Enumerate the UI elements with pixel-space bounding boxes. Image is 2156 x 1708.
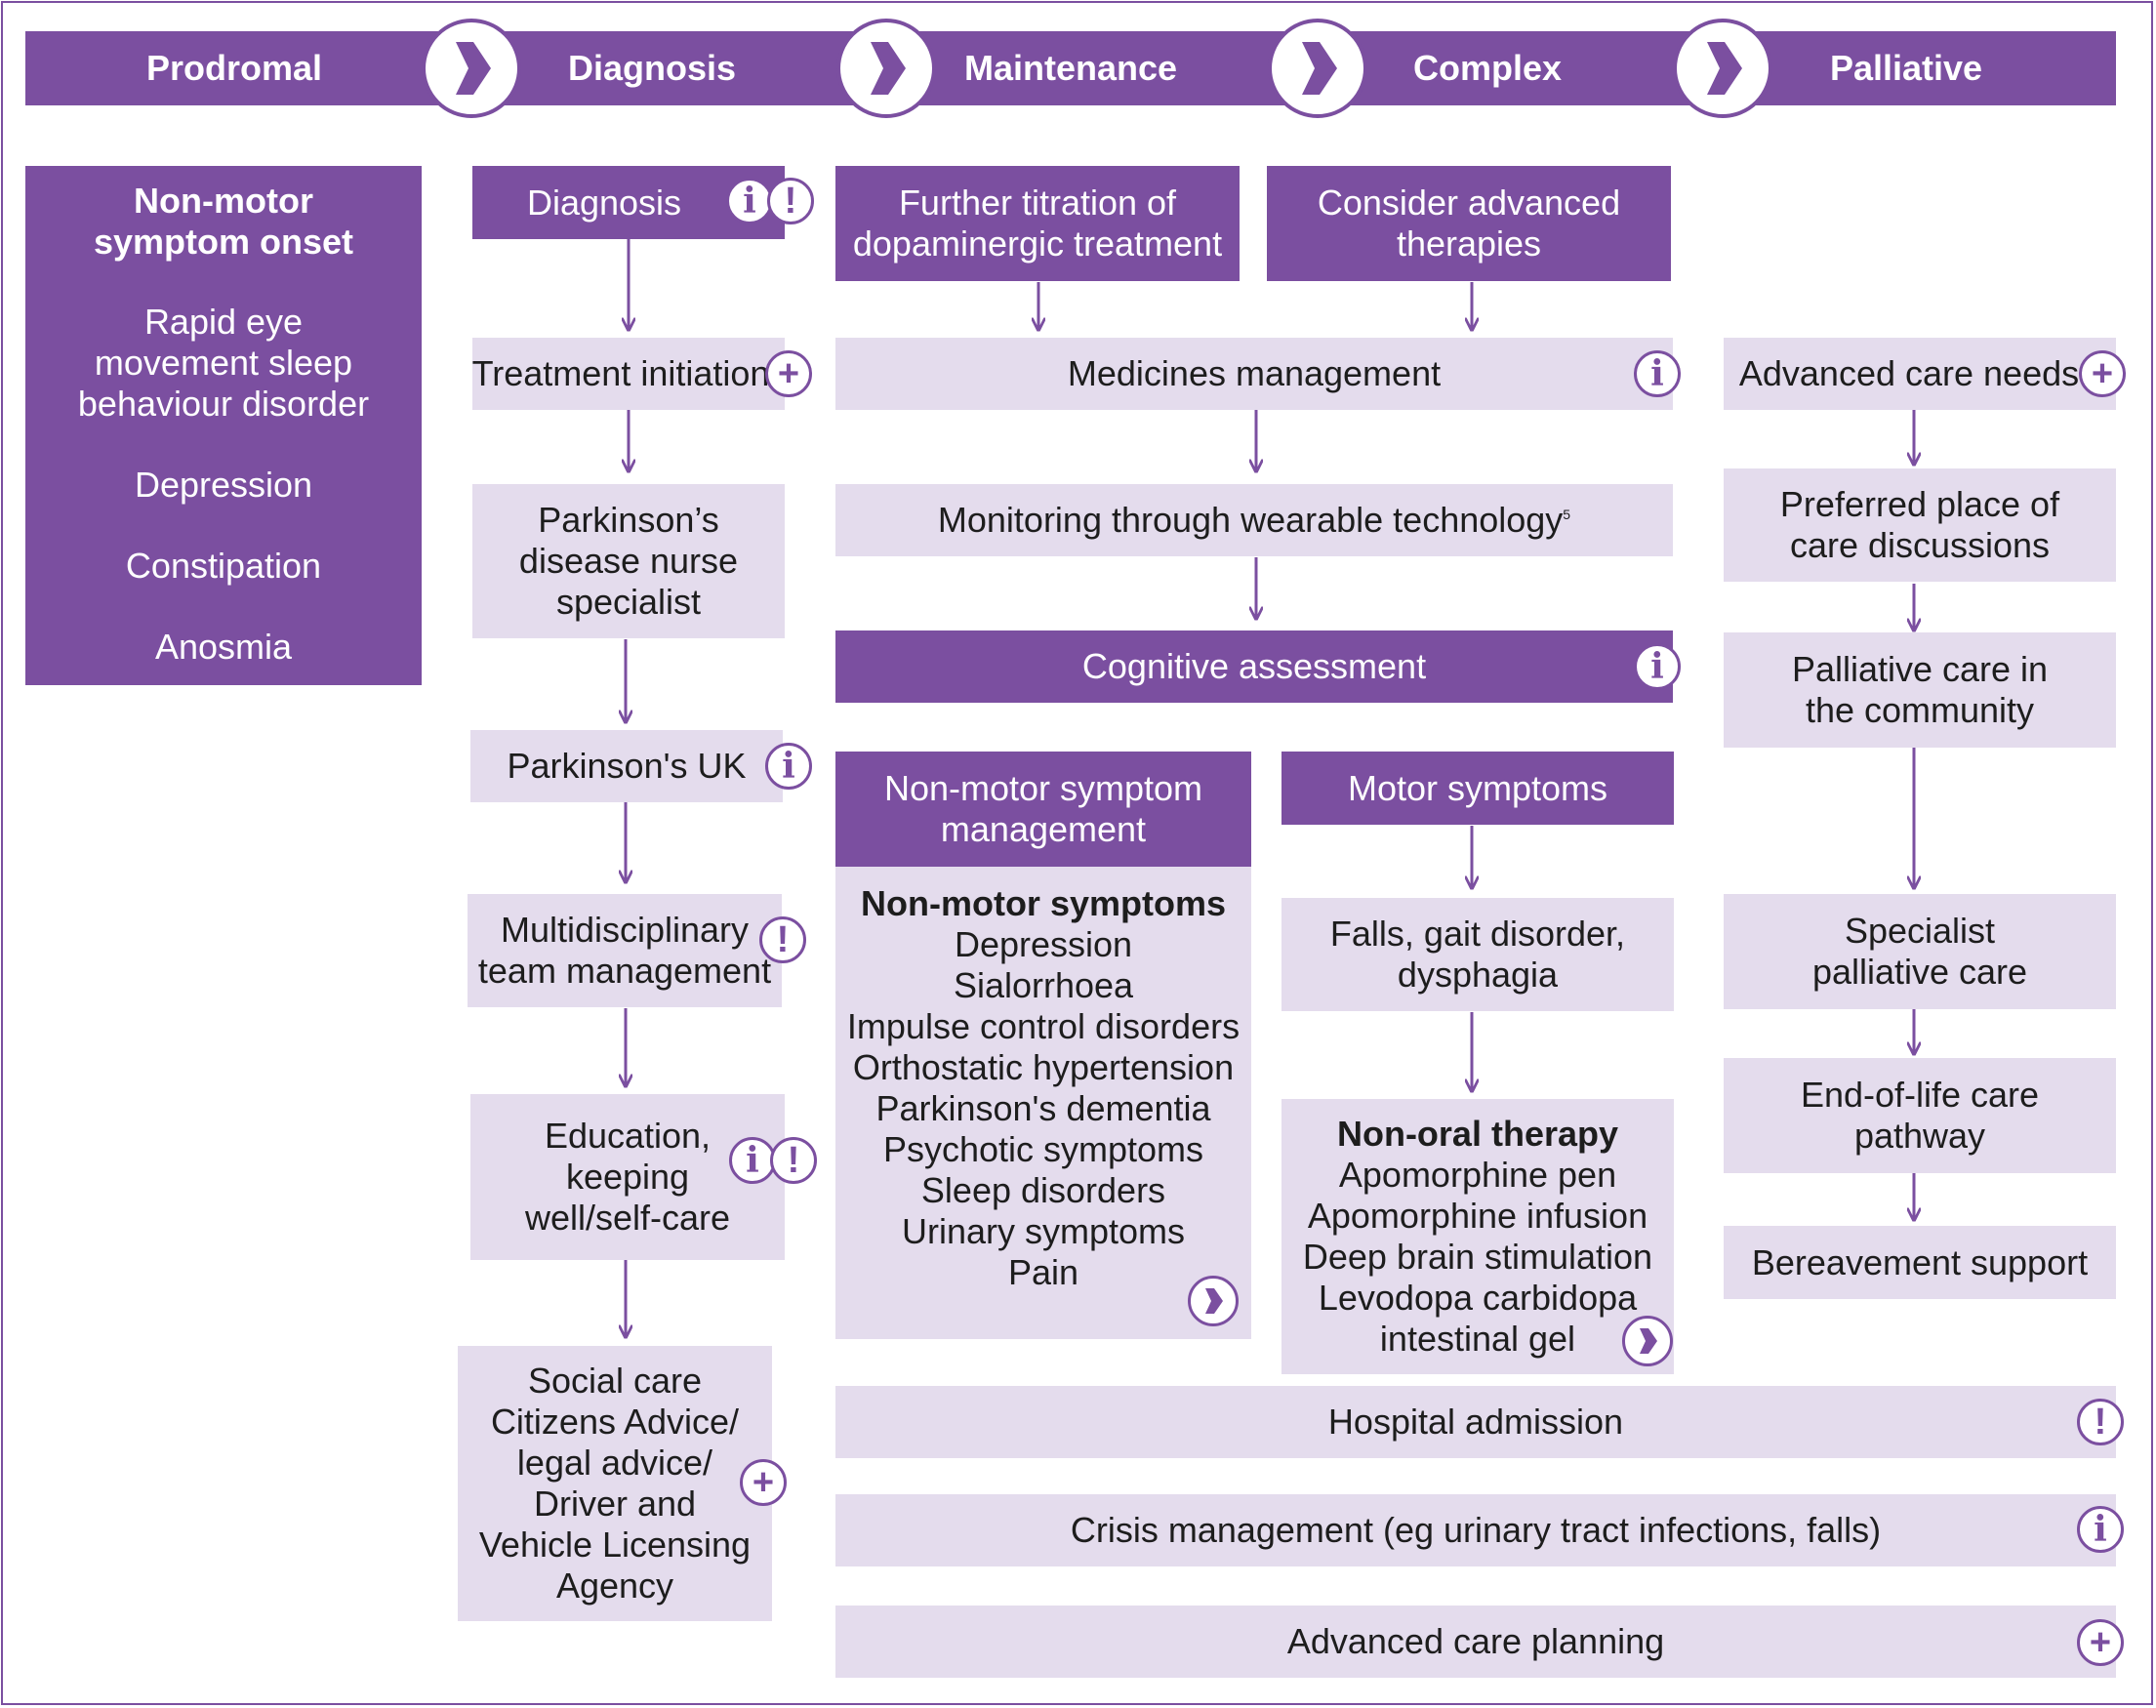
warning-icon: ! xyxy=(767,178,814,224)
advanced-care-needs-box: Advanced care needs xyxy=(1724,338,2116,410)
education-box: Education, keeping well/self-care xyxy=(470,1094,785,1260)
phase-diagnosis: Diagnosis xyxy=(567,48,737,88)
nonmotor-item: Depression xyxy=(954,924,1133,964)
mdt-box: Multidisciplinary team management xyxy=(468,894,782,1007)
warning-icon: ! xyxy=(770,1137,817,1184)
phase-chevron-icon xyxy=(1268,19,1367,118)
medicines-management-box: Medicines management xyxy=(835,338,1673,410)
hospital-admission-box: Hospital admission xyxy=(835,1386,2116,1458)
advanced-care-planning-box: Advanced care planning xyxy=(835,1606,2116,1678)
prodromal-title-line: Non-motor xyxy=(134,181,313,221)
falls-box: Falls, gait disorder, dysphagia xyxy=(1281,898,1674,1011)
prodromal-item: Constipation xyxy=(125,546,322,586)
phase-chevron-icon xyxy=(836,19,936,118)
phase-chevron-icon xyxy=(1673,19,1772,118)
phase-maintenance: Maintenance xyxy=(963,48,1178,88)
prodromal-box: Non-motor symptom onset Rapid eye moveme… xyxy=(25,166,422,685)
nonmotor-title: Non-motor symptoms xyxy=(860,883,1226,923)
warning-icon: ! xyxy=(759,916,806,963)
warning-icon: ! xyxy=(2077,1399,2124,1445)
reference-superscript: 5 xyxy=(1563,507,1571,522)
nonoral-item: Apomorphine infusion xyxy=(1307,1196,1648,1236)
advanced-therapies-box: Consider advanced therapies xyxy=(1267,166,1671,281)
nonmotor-item: Pain xyxy=(1007,1252,1079,1292)
treatment-initiation-box: Treatment initiation xyxy=(472,338,785,410)
nonmotor-item: Impulse control disorders xyxy=(846,1006,1241,1046)
plus-icon: + xyxy=(2077,1619,2124,1666)
nonoral-title: Non-oral therapy xyxy=(1336,1114,1619,1154)
specialist-palliative-box: Specialist palliative care xyxy=(1724,894,2116,1009)
nonoral-item: Apomorphine pen xyxy=(1338,1155,1617,1195)
plus-icon: + xyxy=(765,350,812,397)
info-icon: i xyxy=(726,178,773,224)
phase-complex: Complex xyxy=(1412,48,1563,88)
cognitive-assessment-box: Cognitive assessment xyxy=(835,630,1673,703)
plus-icon: + xyxy=(2079,350,2126,397)
prodromal-item: Anosmia xyxy=(154,627,293,667)
info-icon: i xyxy=(729,1137,776,1184)
preferred-place-box: Preferred place of care discussions xyxy=(1724,468,2116,582)
nonoral-item: intestinal gel xyxy=(1379,1319,1576,1359)
chevron-link-icon xyxy=(1622,1316,1673,1366)
chevron-link-icon xyxy=(1188,1276,1239,1326)
prodromal-title-line: symptom onset xyxy=(93,222,354,262)
nonmotor-item: Urinary symptoms xyxy=(901,1211,1186,1251)
nurse-specialist-box: Parkinson’s disease nurse specialist xyxy=(472,484,785,638)
plus-icon: + xyxy=(740,1459,787,1506)
monitoring-box: Monitoring through wearable technology5 xyxy=(835,484,1673,556)
phase-palliative: Palliative xyxy=(1829,48,1983,88)
nonoral-item: Levodopa carbidopa xyxy=(1318,1278,1638,1318)
nonoral-therapy-box: Non-oral therapy Apomorphine pen Apomorp… xyxy=(1281,1099,1674,1374)
titration-box: Further titration of dopaminergic treatm… xyxy=(835,166,1240,281)
nonmotor-item: Parkinson's dementia xyxy=(875,1088,1211,1128)
palliative-community-box: Palliative care in the community xyxy=(1724,632,2116,748)
motor-symptoms-header-box: Motor symptoms xyxy=(1281,752,1674,825)
info-icon: i xyxy=(765,743,812,790)
nonmotor-header-box: Non-motor symptom management xyxy=(835,752,1251,867)
bereavement-box: Bereavement support xyxy=(1724,1226,2116,1299)
info-icon: i xyxy=(1634,350,1681,397)
info-icon: i xyxy=(1634,643,1681,690)
phase-prodromal: Prodromal xyxy=(145,48,323,88)
parkinsons-uk-box: Parkinson's UK xyxy=(470,730,783,802)
end-of-life-box: End-of-life care pathway xyxy=(1724,1058,2116,1173)
nonmotor-item: Sleep disorders xyxy=(920,1170,1166,1210)
phase-chevron-icon xyxy=(422,19,521,118)
social-care-box: Social care Citizens Advice/ legal advic… xyxy=(458,1346,772,1621)
nonmotor-item: Sialorrhoea xyxy=(953,965,1134,1005)
prodromal-item: Rapid eye movement sleep behaviour disor… xyxy=(77,302,370,424)
crisis-management-box: Crisis management (eg urinary tract infe… xyxy=(835,1494,2116,1566)
nonmotor-item: Psychotic symptoms xyxy=(882,1129,1204,1169)
nonmotor-symptoms-box: Non-motor symptoms Depression Sialorrhoe… xyxy=(835,867,1251,1339)
nonmotor-item: Orthostatic hypertension xyxy=(852,1047,1235,1087)
nonoral-item: Deep brain stimulation xyxy=(1302,1237,1653,1277)
info-icon: i xyxy=(2077,1506,2124,1553)
prodromal-item: Depression xyxy=(134,465,313,505)
